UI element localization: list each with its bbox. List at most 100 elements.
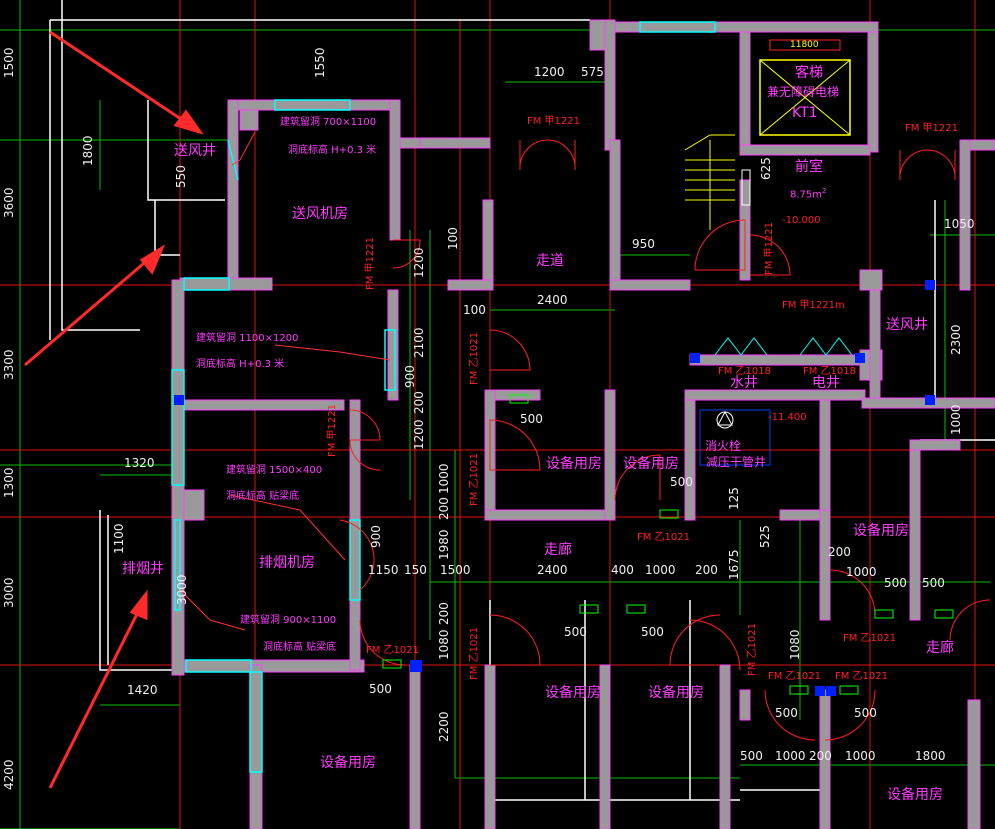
label-equip-7: 设备用房 — [887, 787, 943, 803]
dim-950: 950 — [632, 237, 655, 251]
doors — [339, 139, 991, 741]
dim-1000-b: 1000 — [645, 563, 676, 577]
door-tag-13: FM 乙1021 — [768, 671, 822, 682]
label-elevator-sub: 兼无障碍电梯 — [767, 85, 840, 99]
dim-1000-c: 1000 — [846, 565, 877, 579]
dim-3000-b: 3000 — [175, 574, 189, 605]
dim-200-f: 200 — [809, 749, 832, 763]
label-corridor-2: 走廊 — [544, 542, 572, 558]
door-tag-16: FM 乙1018 — [718, 366, 772, 377]
dim-1420: 1420 — [127, 683, 158, 697]
well-doors — [714, 337, 853, 356]
walls — [171, 19, 995, 829]
door-tag-7: FM 乙1021 — [469, 452, 480, 506]
label-equip-5: 设备用房 — [648, 685, 704, 701]
dim-2400-b: 2400 — [537, 563, 568, 577]
dim-500-a: 500 — [520, 412, 543, 426]
door-tag-14: FM 乙1021 — [835, 671, 889, 682]
door-tag-17: FM 乙1018 — [803, 366, 857, 377]
label-equip-2: 设备用房 — [623, 456, 679, 472]
columns — [174, 280, 935, 696]
dim-1000-f: 1000 — [845, 749, 876, 763]
label-corridor-1: 走道 — [536, 253, 564, 269]
dim-2200: 2200 — [437, 711, 451, 742]
label-fire-pump-sub: 减压干管井 — [706, 455, 767, 469]
note-opening-2b: 洞底标高 H+0.3 米 — [196, 359, 285, 370]
dim-500-d: 500 — [922, 576, 945, 590]
dim-3300: 3300 — [2, 349, 16, 380]
label-supply-shaft-1: 送风井 — [174, 143, 216, 159]
dim-575: 575 — [581, 65, 604, 79]
label-lobby: 前室 — [795, 159, 823, 175]
dim-1080-b: 1080 — [788, 629, 802, 660]
dim-1500: 1500 — [2, 47, 16, 78]
dim-1000-e: 1000 — [775, 749, 806, 763]
door-tag-3: FM 甲1221m — [782, 300, 845, 311]
elevator-box — [759, 39, 851, 136]
dim-1500-b: 1500 — [440, 563, 471, 577]
dim-500-h: 500 — [775, 706, 798, 720]
note-opening-4b: 洞底标高 贴梁底 — [263, 642, 337, 653]
dim-100-b: 100 — [463, 303, 486, 317]
note-opening-3b: 洞底标高 贴梁底 — [226, 491, 300, 502]
note-opening-1a: 建筑留洞 700×1100 — [280, 117, 377, 128]
dim-1000-a: 1000 — [437, 463, 451, 494]
dim-200-b: 200 — [437, 497, 451, 520]
label-supply-shaft-2: 送风井 — [886, 317, 928, 333]
level-2: -11.400 — [768, 412, 807, 423]
door-tag-12: FM 乙1021 — [366, 645, 420, 656]
dim-550: 550 — [174, 165, 188, 188]
label-elec-well: 电井 — [812, 375, 840, 391]
door-tag-11: FM 甲1221 — [764, 221, 775, 275]
dim-1300: 1300 — [2, 467, 16, 498]
dim-100-a: 100 — [446, 227, 460, 250]
note-opening-4a: 建筑留洞 900×1100 — [240, 615, 337, 626]
label-equip-3: 设备用房 — [853, 523, 909, 539]
hydrant-marker — [699, 409, 771, 466]
note-leaders — [179, 131, 391, 631]
label-equip-1: 设备用房 — [546, 456, 602, 472]
dim-1320: 1320 — [124, 456, 155, 470]
label-elevator: 客梯 — [795, 65, 823, 81]
dim-3600: 3600 — [2, 187, 16, 218]
dim-1080: 1080 — [437, 629, 451, 660]
note-opening-1b: 洞底标高 H+0.3 米 — [288, 145, 377, 156]
level-1: -10.000 — [782, 215, 821, 226]
dim-1100: 1100 — [112, 523, 126, 554]
label-smoke-fan-room: 排烟机房 — [259, 555, 315, 571]
dim-625: 625 — [759, 157, 773, 180]
dim-1550: 1550 — [313, 47, 327, 78]
door-tag-4: FM 甲1221 — [365, 236, 376, 290]
note-opening-2a: 建筑留洞 1100×1200 — [196, 333, 299, 344]
dim-900-a: 900 — [403, 365, 417, 388]
dim-525: 525 — [758, 525, 772, 548]
label-supply-fan-room: 送风机房 — [292, 206, 348, 222]
dim-200-d: 200 — [828, 545, 851, 559]
dim-1800-v: 1800 — [81, 135, 95, 166]
door-tag-2: FM 甲1221 — [905, 123, 959, 134]
dim-1150: 1150 — [368, 563, 399, 577]
door-tag-5: FM 乙1021 — [469, 331, 480, 385]
door-tag-9: FM 乙1021 — [469, 626, 480, 680]
dim-1675: 1675 — [727, 549, 741, 580]
note-opening-3a: 建筑留洞 1500×400 — [226, 465, 323, 476]
label-elevator-code: KT1 — [792, 105, 818, 121]
dim-500-j: 500 — [740, 749, 763, 763]
dim-500-f: 500 — [641, 625, 664, 639]
label-corridor-3: 走廊 — [926, 640, 954, 656]
annotation-arrows — [24, 30, 204, 789]
dim-3000: 3000 — [2, 577, 16, 608]
dim-500-i: 500 — [854, 706, 877, 720]
dim-4200: 4200 — [2, 759, 16, 790]
label-equip-6: 设备用房 — [320, 755, 376, 771]
dim-2100: 2100 — [412, 327, 426, 358]
dim-400: 400 — [611, 563, 634, 577]
dim-500-g: 500 — [369, 682, 392, 696]
door-tag-6: FM 甲1221 — [327, 403, 338, 457]
dim-1200-c: 1200 — [412, 419, 426, 450]
door-tag-1: FM 甲1221 — [527, 116, 581, 127]
dim-1800-h: 1800 — [915, 749, 946, 763]
dim-2400-a: 2400 — [537, 293, 568, 307]
dim-1000-r: 1000 — [949, 404, 963, 435]
